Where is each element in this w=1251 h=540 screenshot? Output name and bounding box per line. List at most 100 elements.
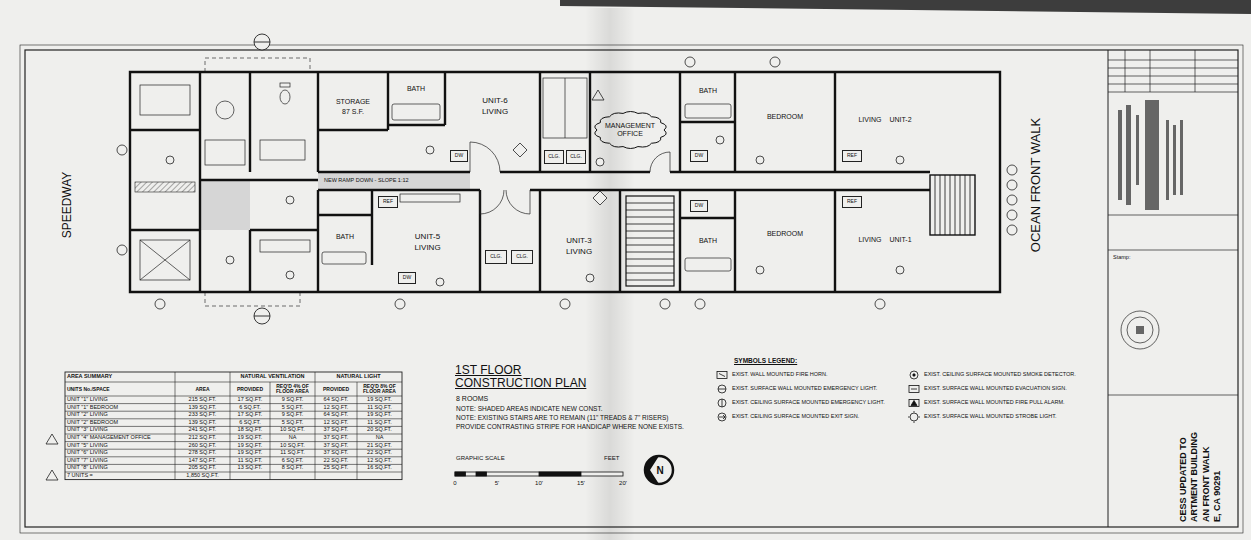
legend-symbol [718, 385, 726, 393]
callout-bubble [117, 145, 127, 155]
room-name: BEDROOM [767, 230, 803, 238]
fixture-outline [260, 140, 305, 160]
table-cell: 215 SQ.FT. [175, 396, 230, 404]
section-bubble [254, 42, 270, 43]
table-cell: 21 SQ.FT. [357, 442, 402, 450]
table-cell: NA [270, 434, 315, 442]
room-name: LIVING [482, 107, 508, 116]
sheet-border [25, 50, 1238, 527]
table-cell: 11 SQ.FT. [270, 449, 315, 457]
table-grid [65, 372, 402, 480]
room-area: LIVINGUNIT-1 [845, 228, 925, 252]
callout-bubble [896, 266, 904, 274]
room-area: BATH [685, 232, 731, 250]
table-cell: 19 SQ.FT. [230, 449, 270, 457]
fixture-tag: CLG. [570, 154, 582, 160]
cloud-outline [594, 112, 665, 149]
page-fold [585, 8, 635, 540]
project-address: E, CA 90291 [1212, 471, 1222, 522]
room-name: BATH [699, 87, 717, 95]
fixture-box: DW [450, 150, 468, 162]
table-cell: 11 SQ.FT. [230, 457, 270, 465]
architect-logo [1136, 326, 1144, 334]
scale-title: GRAPHIC SCALE [456, 455, 505, 462]
room-name: LIVING [858, 236, 881, 244]
revision-delta [46, 90, 604, 480]
callout-bubble [586, 274, 594, 282]
sheet-border [20, 45, 1243, 533]
fixture-box: DW [398, 272, 416, 284]
callout-bubble [1007, 210, 1017, 220]
table-cell: 11 SQ.FT. [357, 419, 402, 427]
table-cell: AREA [175, 382, 230, 396]
fixture-tag: REF [847, 199, 857, 205]
table-cell: 10 SQ.FT. [270, 426, 315, 434]
fixture-box: REF [842, 196, 862, 208]
sheet-border [20, 45, 1243, 533]
fixture-outline [140, 240, 190, 280]
table-cell: UNIT "5" LIVING [65, 442, 175, 450]
room-name: UNIT-2 [889, 116, 911, 124]
scale-number: 20' [619, 480, 627, 487]
fixture-tag: REF [847, 153, 857, 159]
fixture-box: REF [842, 150, 862, 162]
graphic-scale [476, 472, 487, 476]
room-name: LIVING [414, 243, 440, 252]
keynote-diamond [513, 143, 527, 157]
architect-logo [1126, 105, 1131, 205]
callout-bubble [117, 57, 1017, 309]
room-area: BEDROOM [745, 222, 825, 246]
table-cell: NA [357, 434, 402, 442]
table-cell: 64 SQ.FT. [315, 411, 357, 419]
callout-bubble [426, 146, 434, 154]
fixture-outline [140, 78, 731, 280]
fixture-outline [543, 78, 587, 138]
callout-bubble [286, 196, 294, 204]
callout-bubble [875, 299, 885, 309]
graphic-scale [455, 472, 623, 476]
dashed-outline [205, 58, 310, 72]
project-address: CESS UPDATED TO [1178, 437, 1188, 522]
fixture-box: DW [690, 150, 708, 162]
keynote-diamond [513, 143, 607, 205]
room-area: BATH [392, 80, 440, 98]
architect-logo [1118, 110, 1122, 200]
section-bubble [254, 34, 270, 50]
table-cell: 19 SQ.FT. [230, 434, 270, 442]
callout-bubble [660, 299, 670, 309]
legend-symbol [911, 389, 917, 390]
legend-symbol [911, 401, 917, 406]
legend-symbol [718, 389, 726, 390]
legend-symbol [718, 399, 726, 407]
street-name: SPEEDWAY [61, 172, 74, 239]
callout-bubble [756, 156, 764, 164]
legend-symbol [910, 413, 918, 421]
door-swing [480, 190, 530, 214]
table-cell: UNIT "4" MANAGEMENT OFFICE [65, 434, 175, 442]
legend-symbol [717, 372, 727, 379]
room-name: STORAGE [336, 98, 370, 106]
fixture-box: DW [690, 200, 708, 212]
scale-number: 5' [495, 480, 499, 487]
table-cell: 241 SQ.FT. [175, 426, 230, 434]
room-name: UNIT-3 [566, 236, 591, 245]
table-cell: 19 SQ.FT. [357, 411, 402, 419]
sheet-border [1108, 50, 1109, 527]
table-cell: REQ'D 4% OF FLOOR AREA [270, 382, 315, 396]
room-name: BATH [699, 237, 717, 245]
dashed-outline [205, 292, 300, 306]
table-cell: 9 SQ.FT. [270, 411, 315, 419]
table-cell: UNITS No./SPACE [65, 382, 175, 396]
fixture-box: CLG. [485, 250, 507, 264]
callout-bubble [695, 299, 705, 309]
legend-symbol [719, 415, 725, 419]
legend-symbol [910, 371, 918, 379]
table-cell: 9 SQ.FT. [270, 396, 315, 404]
room-name: LIVING [566, 247, 592, 256]
room-area: BEDROOM [745, 105, 825, 129]
fixture-outline [205, 140, 245, 165]
fixture-box: CLG. [566, 150, 586, 164]
fixture-tag: CLG. [516, 254, 528, 260]
table-cell: 6 SQ.FT. [230, 419, 270, 427]
table-cell: 37 SQ.FT. [315, 426, 357, 434]
